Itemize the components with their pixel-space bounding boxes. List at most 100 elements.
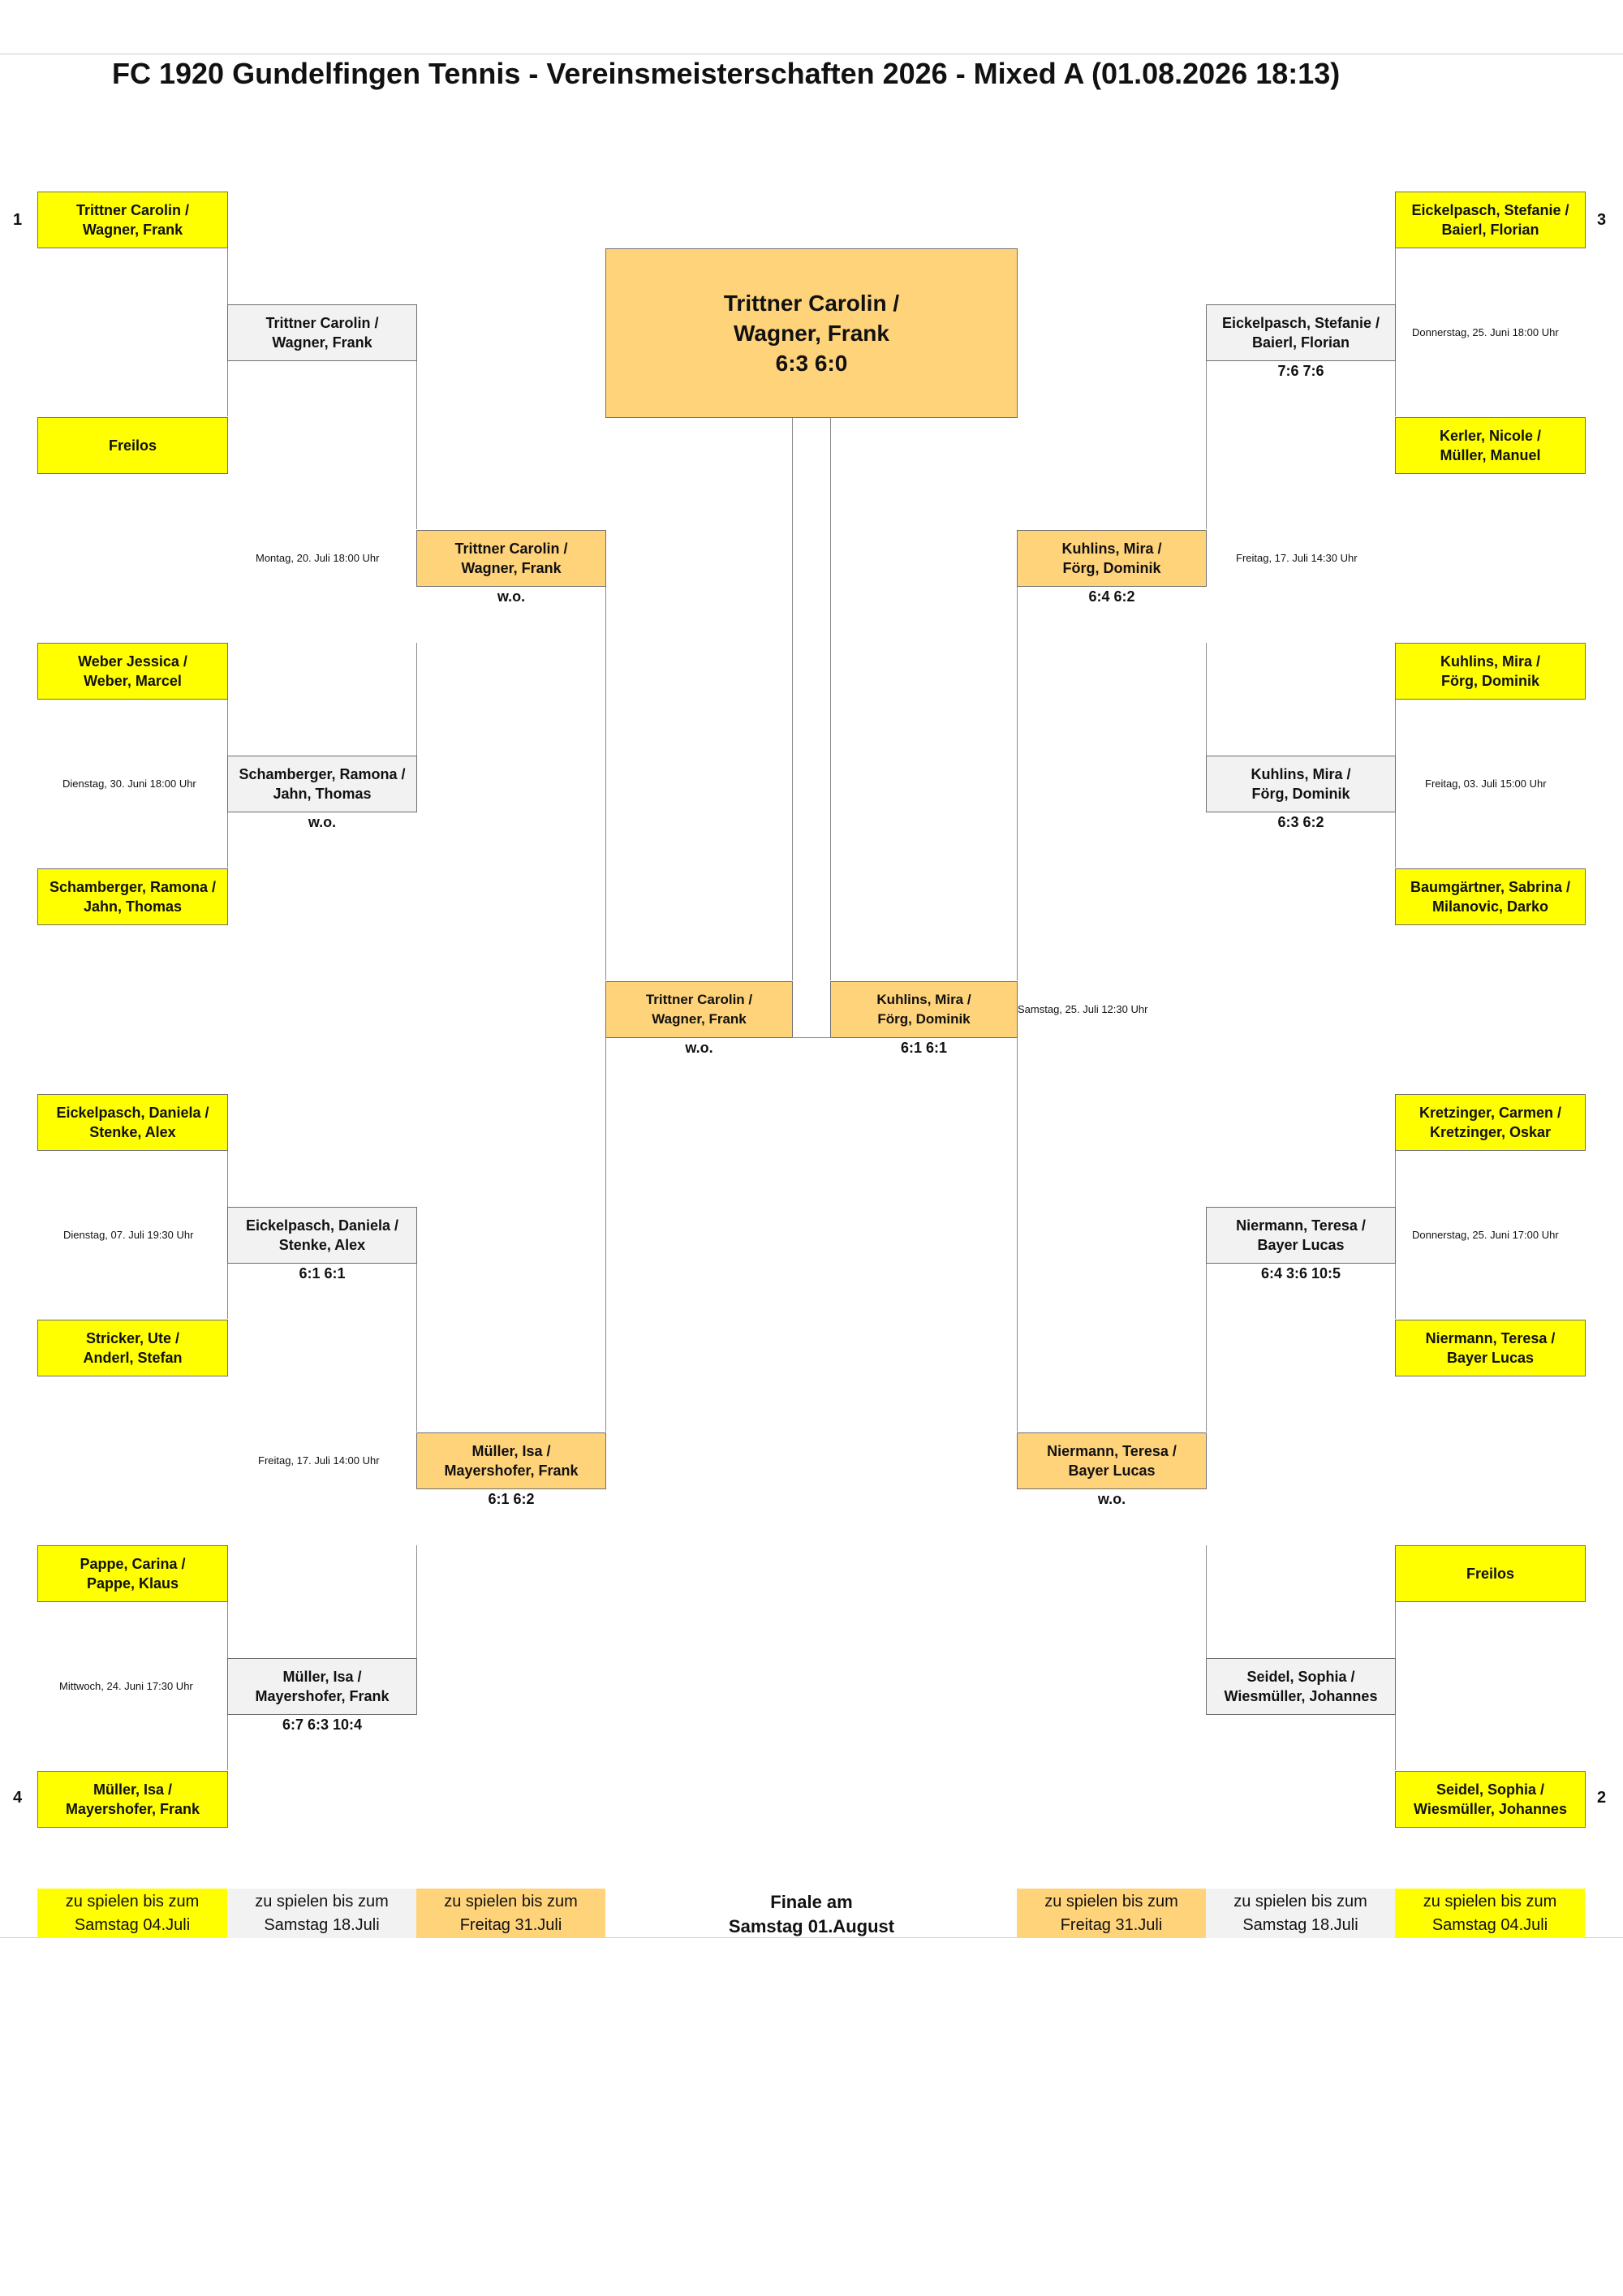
bracket-line: [792, 417, 793, 980]
left-r3-entry: Müller, Isa /Mayershofer, Frank: [416, 1432, 606, 1489]
bracket-line: [416, 1263, 417, 1432]
match-date: Freitag, 03. Juli 15:00 Uhr: [1425, 778, 1547, 790]
champion-name-1: Trittner Carolin /: [723, 291, 900, 316]
right-r2-entry: Seidel, Sophia /Wiesmüller, Johannes: [1206, 1658, 1396, 1715]
left-r1-entry: Stricker, Ute /Anderl, Stefan: [37, 1320, 228, 1376]
bracket-line: [1206, 1545, 1207, 1714]
left-r1-entry: Eickelpasch, Daniela / Stenke, Alex: [37, 1094, 228, 1151]
match-date: Donnerstag, 25. Juni 17:00 Uhr: [1412, 1229, 1559, 1241]
bracket-line: [1206, 643, 1207, 812]
player-line: Freilos: [1466, 1566, 1515, 1582]
player-line: Trittner Carolin /: [645, 992, 753, 1007]
player-line: Müller, Manuel: [1440, 447, 1541, 463]
player-line: Trittner Carolin /: [75, 202, 190, 218]
player-line: Wagner, Frank: [652, 1011, 747, 1027]
player-line: Kerler, Nicole /: [1439, 428, 1542, 444]
match-date: Dienstag, 30. Juni 18:00 Uhr: [62, 778, 196, 790]
deadline-text: Freitag 31.Juli: [1060, 1915, 1163, 1934]
left-r2-entry: Eickelpasch, Daniela /Stenke, Alex: [227, 1207, 417, 1264]
deadline-text: Samstag 04.Juli: [74, 1915, 191, 1934]
player-line: Förg, Dominik: [877, 1011, 971, 1027]
champion-score: 6:3 6:0: [775, 351, 848, 376]
player-line: Schamberger, Ramona /: [49, 879, 217, 895]
deadline-text: zu spielen bis zum: [65, 1892, 200, 1910]
player-line: Seidel, Sophia /: [1246, 1669, 1355, 1685]
left-r2-entry: Trittner Carolin / Wagner, Frank: [227, 304, 417, 361]
player-line: Wagner, Frank: [272, 334, 372, 351]
left-r1-entry: Freilos: [37, 417, 228, 474]
player-line: Trittner Carolin /: [265, 315, 379, 331]
left-r3-entry: Trittner Carolin /Wagner, Frank: [416, 530, 606, 587]
right-r3-entry: Kuhlins, Mira /Förg, Dominik: [1017, 530, 1207, 587]
match-score: 7:6 7:6: [1277, 363, 1324, 379]
left-r1-entry: Trittner Carolin /Wagner, Frank: [37, 192, 228, 248]
player-line: Förg, Dominik: [1251, 786, 1350, 802]
player-line: Jahn, Thomas: [83, 898, 182, 915]
match-date: Freitag, 17. Juli 14:00 Uhr: [258, 1454, 380, 1467]
player-line: Wagner, Frank: [461, 560, 562, 576]
player-line: Niermann, Teresa /: [1425, 1330, 1556, 1346]
left-r2-entry: Müller, Isa / Mayershofer, Frank: [227, 1658, 417, 1715]
player-line: Kretzinger, Oskar: [1429, 1124, 1552, 1140]
bracket-line: [792, 1037, 831, 1038]
player-line: Stenke, Alex: [89, 1124, 176, 1140]
player-line: Freilos: [108, 437, 157, 454]
match-score: 6:7 6:3 10:4: [282, 1717, 363, 1733]
deadline-text: zu spielen bis zum: [1233, 1892, 1367, 1910]
page-title: FC 1920 Gundelfingen Tennis - Vereinsmei…: [112, 57, 1341, 90]
right-r1-entry: Niermann, Teresa / Bayer Lucas: [1395, 1320, 1586, 1376]
seed-number: 3: [1597, 211, 1607, 229]
player-line: Müller, Isa /: [93, 1781, 173, 1798]
right-r3-entry: Niermann, Teresa /Bayer Lucas: [1017, 1432, 1207, 1489]
player-line: Pappe, Klaus: [86, 1575, 179, 1592]
match-date: Dienstag, 07. Juli 19:30 Uhr: [63, 1229, 194, 1241]
player-line: Weber Jessica /: [78, 653, 187, 670]
player-line: Milanovic, Darko: [1431, 898, 1549, 915]
right-r1-entry: Freilos: [1395, 1545, 1586, 1602]
player-line: Eickelpasch, Daniela /: [56, 1105, 209, 1121]
match-score: w.o.: [685, 1040, 713, 1056]
player-line: Kuhlins, Mira /: [876, 992, 971, 1007]
match-score: 6:4 3:6 10:5: [1260, 1265, 1341, 1282]
player-line: Mayershofer, Frank: [255, 1688, 390, 1704]
left-r2-entry: Schamberger, Ramona /Jahn, Thomas: [227, 756, 417, 812]
right-r2-entry: Eickelpasch, Stefanie / Baierl, Florian: [1206, 304, 1396, 361]
match-score: 6:4 6:2: [1088, 588, 1135, 605]
deadline-text: zu spielen bis zum: [255, 1892, 389, 1910]
bracket-line: [1017, 1037, 1018, 1432]
match-score: 6:1 6:1: [299, 1265, 346, 1282]
page-border: [0, 54, 1623, 1938]
bracket-line: [830, 417, 831, 980]
finale-date: Finale am Samstag 01.August: [605, 1890, 1018, 1939]
bracket-line: [605, 1037, 606, 1432]
player-line: Mayershofer, Frank: [444, 1462, 579, 1479]
bracket-line: [416, 360, 417, 529]
champion-box: Trittner Carolin / Wagner, Frank 6:3 6:0: [605, 248, 1018, 418]
player-line: Schamberger, Ramona /: [239, 766, 406, 782]
player-line: Anderl, Stefan: [83, 1350, 183, 1366]
player-line: Pappe, Carina /: [80, 1556, 186, 1572]
finale-text: Finale am: [770, 1892, 853, 1912]
match-date: Freitag, 17. Juli 14:30 Uhr: [1236, 552, 1358, 564]
match-score: 6:3 6:2: [1277, 814, 1324, 830]
match-score: w.o.: [497, 588, 526, 605]
player-line: Bayer Lucas: [1446, 1350, 1535, 1366]
player-line: Wiesmüller, Johannes: [1414, 1801, 1567, 1817]
player-line: Bayer Lucas: [1257, 1237, 1345, 1253]
player-line: Baumgärtner, Sabrina /: [1410, 879, 1571, 895]
right-r1-entry: Seidel, Sophia /Wiesmüller, Johannes: [1395, 1771, 1586, 1828]
right-r1-entry: Kerler, Nicole / Müller, Manuel: [1395, 417, 1586, 474]
player-line: Bayer Lucas: [1068, 1462, 1156, 1479]
finale-text: Samstag 01.August: [728, 1916, 895, 1936]
right-semi-entry: Kuhlins, Mira / Förg, Dominik: [830, 981, 1018, 1038]
player-line: Niermann, Teresa /: [1236, 1217, 1366, 1234]
player-line: Müller, Isa /: [282, 1669, 362, 1685]
player-line: Baierl, Florian: [1251, 334, 1350, 351]
left-r1-entry: Pappe, Carina / Pappe, Klaus: [37, 1545, 228, 1602]
player-line: Kuhlins, Mira /: [1061, 541, 1162, 557]
player-line: Eickelpasch, Stefanie /: [1221, 315, 1380, 331]
bracket-line: [1017, 586, 1018, 980]
